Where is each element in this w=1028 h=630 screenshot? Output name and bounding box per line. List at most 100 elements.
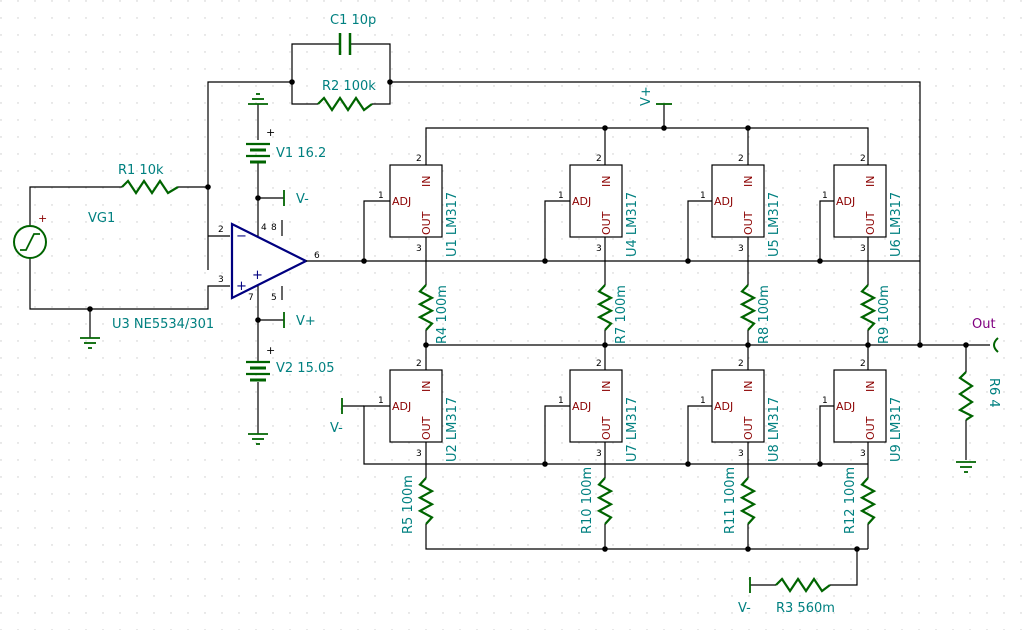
- svg-text:+: +: [266, 344, 275, 357]
- svg-text:+: +: [252, 268, 263, 283]
- vg1-label: VG1: [88, 211, 115, 226]
- svg-text:3: 3: [218, 275, 224, 285]
- r3-label: R3 560m: [776, 601, 835, 616]
- out-pin-label: OUT: [420, 211, 433, 235]
- u9-label: U9 LM317: [889, 397, 904, 462]
- opamp-u3[interactable]: − + +: [230, 222, 309, 300]
- resistor-r5[interactable]: R5 100m: [401, 475, 435, 534]
- svg-text:7: 7: [248, 293, 254, 303]
- svg-text:2: 2: [218, 225, 224, 235]
- resistor-r12[interactable]: R12 100m: [843, 467, 877, 534]
- resistor-r1[interactable]: [121, 179, 179, 195]
- pin-number-2: 2: [738, 359, 744, 369]
- pin-number-2: 2: [416, 154, 422, 164]
- resistor-r4[interactable]: R4 100m: [417, 284, 450, 344]
- r12-label: R12 100m: [843, 467, 858, 534]
- pin-number-3: 3: [596, 449, 602, 459]
- capacitor-c1[interactable]: [338, 33, 352, 55]
- ground-v2: [248, 433, 268, 445]
- vminus-label-opamp: V-: [296, 192, 309, 207]
- r4-label: R4 100m: [435, 285, 450, 344]
- u2-label: U2 LM317: [445, 397, 460, 462]
- ground-v1: [248, 93, 268, 105]
- pin-number-3: 3: [860, 244, 866, 254]
- in-pin-label: IN: [864, 381, 877, 392]
- resistor-r7[interactable]: R7 100m: [596, 284, 629, 344]
- r1-label: R1 10k: [118, 163, 164, 178]
- v1-label: V1 16.2: [276, 146, 326, 161]
- out-pin-label: OUT: [864, 416, 877, 440]
- resistor-r6[interactable]: [957, 371, 975, 421]
- pin-number-2: 2: [416, 359, 422, 369]
- pin-number-2: 2: [738, 154, 744, 164]
- adj-pin-label: ADJ: [836, 400, 855, 413]
- in-pin-label: IN: [742, 176, 755, 187]
- r8-label: R8 100m: [757, 285, 772, 344]
- c1-label: C1 10p: [330, 13, 376, 28]
- top-wiring: [363, 104, 990, 370]
- svg-text:+: +: [38, 212, 47, 225]
- v2-label: V2 15.05: [276, 361, 335, 376]
- r9-label: R9 100m: [877, 285, 892, 344]
- resistor-r9[interactable]: R9 100m: [859, 284, 892, 344]
- pin-number-3: 3: [738, 449, 744, 459]
- out-pin-label: OUT: [864, 211, 877, 235]
- resistor-r11[interactable]: R11 100m: [723, 467, 757, 534]
- pin-number-3: 3: [416, 449, 422, 459]
- battery-v1[interactable]: +: [246, 126, 275, 164]
- adj-pin-label: ADJ: [714, 195, 733, 208]
- svg-text:+: +: [236, 279, 247, 294]
- shunt-resistor-group: R4 100m R7 100m R8 100m R9 100m R5 100m R10 1…: [401, 284, 892, 534]
- r5-label: R5 100m: [401, 475, 416, 534]
- in-pin-label: IN: [600, 176, 613, 187]
- signal-generator-vg1[interactable]: +: [13, 212, 47, 259]
- u1-label: U1 LM317: [445, 192, 460, 257]
- adj-pin-label: ADJ: [714, 400, 733, 413]
- pin-number-2: 2: [860, 154, 866, 164]
- u3-label: U3 NE5534/301: [112, 317, 214, 332]
- pin-number-2: 2: [596, 359, 602, 369]
- pin-number-2: 2: [596, 154, 602, 164]
- u5-label: U5 LM317: [767, 192, 782, 257]
- resistor-r2[interactable]: [317, 96, 373, 112]
- pin-number-1: 1: [558, 396, 564, 406]
- pin-number-1: 1: [378, 396, 384, 406]
- ground-r6: [956, 461, 976, 473]
- svg-text:5: 5: [271, 293, 277, 303]
- resistor-r10[interactable]: R10 100m: [580, 467, 614, 534]
- vminus-label-left: V-: [330, 421, 343, 436]
- svg-text:8: 8: [271, 223, 277, 233]
- svg-text:−: −: [236, 229, 247, 244]
- adj-pin-label: ADJ: [572, 400, 591, 413]
- battery-v2[interactable]: +: [246, 344, 275, 382]
- r11-label: R11 100m: [723, 467, 738, 534]
- pin-number-1: 1: [700, 191, 706, 201]
- adj-pin-label: ADJ: [572, 195, 591, 208]
- resistor-r8[interactable]: R8 100m: [739, 284, 772, 344]
- pin-number-1: 1: [822, 191, 828, 201]
- u6-label: U6 LM317: [889, 192, 904, 257]
- pin-number-3: 3: [738, 244, 744, 254]
- in-pin-label: IN: [742, 381, 755, 392]
- vminus-label-r3: V-: [738, 601, 751, 616]
- out-label: Out: [972, 317, 996, 332]
- in-pin-label: IN: [864, 176, 877, 187]
- r10-label: R10 100m: [580, 467, 595, 534]
- input-wiring: [29, 186, 230, 338]
- resistor-r3[interactable]: [775, 577, 831, 593]
- adj-pin-label: ADJ: [392, 195, 411, 208]
- u8-label: U8 LM317: [767, 397, 782, 462]
- output-port[interactable]: [993, 337, 999, 353]
- vplus-label-opamp: V+: [296, 314, 316, 329]
